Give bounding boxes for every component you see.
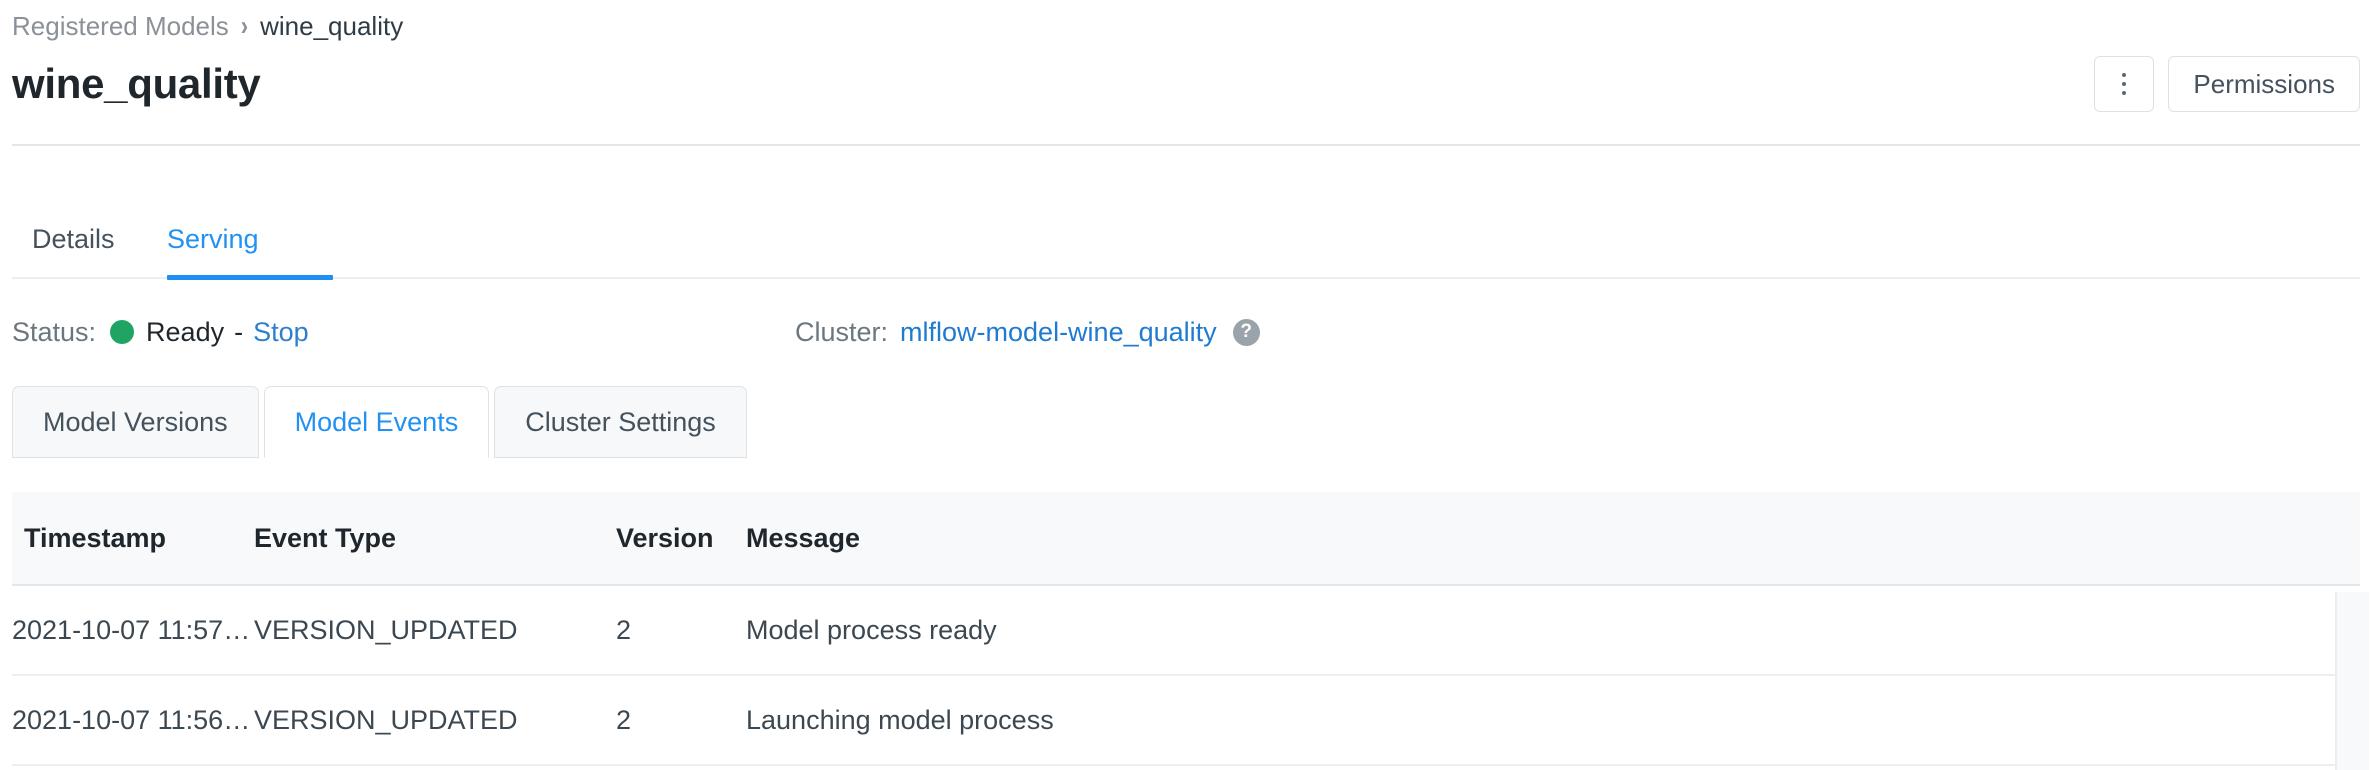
status-value: Ready: [146, 317, 225, 347]
subtab-cluster-settings[interactable]: Cluster Settings: [494, 386, 747, 458]
page-title: wine_quality: [12, 60, 261, 107]
status-label: Status:: [12, 317, 97, 347]
cell-event-type: VERSION_UPDATED: [254, 585, 616, 676]
chevron-right-icon: ›: [240, 9, 249, 41]
column-header-timestamp[interactable]: Timestamp: [12, 492, 254, 586]
cell-version: 2: [616, 675, 746, 766]
cell-message: Launching model process: [746, 675, 2360, 766]
breadcrumb-current: wine_quality: [260, 11, 404, 41]
cluster-link[interactable]: mlflow-model-wine_quality: [900, 317, 1217, 347]
overflow-menu-button[interactable]: [2094, 56, 2155, 112]
more-vertical-icon: [2122, 73, 2127, 95]
tab-serving[interactable]: Serving: [167, 224, 259, 254]
status-separator: -: [234, 317, 244, 347]
permissions-button[interactable]: Permissions: [2168, 56, 2360, 112]
status-indicator-dot: [110, 320, 135, 344]
subtab-model-versions[interactable]: Model Versions: [12, 386, 259, 458]
tab-details[interactable]: Details: [32, 224, 115, 254]
cell-version: 2: [616, 585, 746, 676]
breadcrumb: Registered Models › wine_quality: [12, 10, 403, 42]
cell-message: Model process ready: [746, 585, 2360, 676]
tab-active-indicator: [167, 275, 333, 280]
stop-serving-link[interactable]: Stop: [253, 317, 309, 347]
serving-subtabs: Model Versions Model Events Cluster Sett…: [12, 386, 747, 458]
table-vertical-scrollbar[interactable]: [2335, 592, 2369, 770]
column-header-message[interactable]: Message: [746, 492, 2360, 586]
column-header-version[interactable]: Version: [616, 492, 746, 586]
cell-timestamp: 2021-10-07 11:57:53: [12, 585, 254, 676]
cluster-label: Cluster:: [795, 317, 889, 347]
table-row[interactable]: 2021-10-07 11:57:53 VERSION_UPDATED 2 Mo…: [12, 585, 2360, 676]
table-header-row: Timestamp Event Type Version Message: [12, 492, 2360, 586]
cell-event-type: VERSION_UPDATED: [254, 675, 616, 766]
header-actions: Permissions: [2094, 56, 2360, 112]
tabs-baseline: [12, 277, 2360, 279]
status-group: Status: Ready - Stop: [12, 312, 309, 352]
page-header: wine_quality Permissions: [0, 56, 2372, 130]
breadcrumb-registered-models[interactable]: Registered Models: [12, 11, 229, 41]
table-row[interactable]: 2021-10-07 11:56:09 VERSION_UPDATED 2 La…: [12, 675, 2360, 766]
column-header-event-type[interactable]: Event Type: [254, 492, 616, 586]
cell-timestamp: 2021-10-07 11:56:09: [12, 675, 254, 766]
subtab-model-events[interactable]: Model Events: [263, 386, 490, 458]
cluster-group: Cluster: mlflow-model-wine_quality ?: [795, 312, 1260, 352]
primary-tabs: Details Serving: [0, 222, 2372, 280]
header-divider: [12, 144, 2360, 146]
help-icon[interactable]: ?: [1232, 318, 1260, 346]
model-events-table: Timestamp Event Type Version Message 202…: [12, 492, 2360, 770]
serving-status-row: Status: Ready - Stop Cluster: mlflow-mod…: [0, 312, 2372, 356]
